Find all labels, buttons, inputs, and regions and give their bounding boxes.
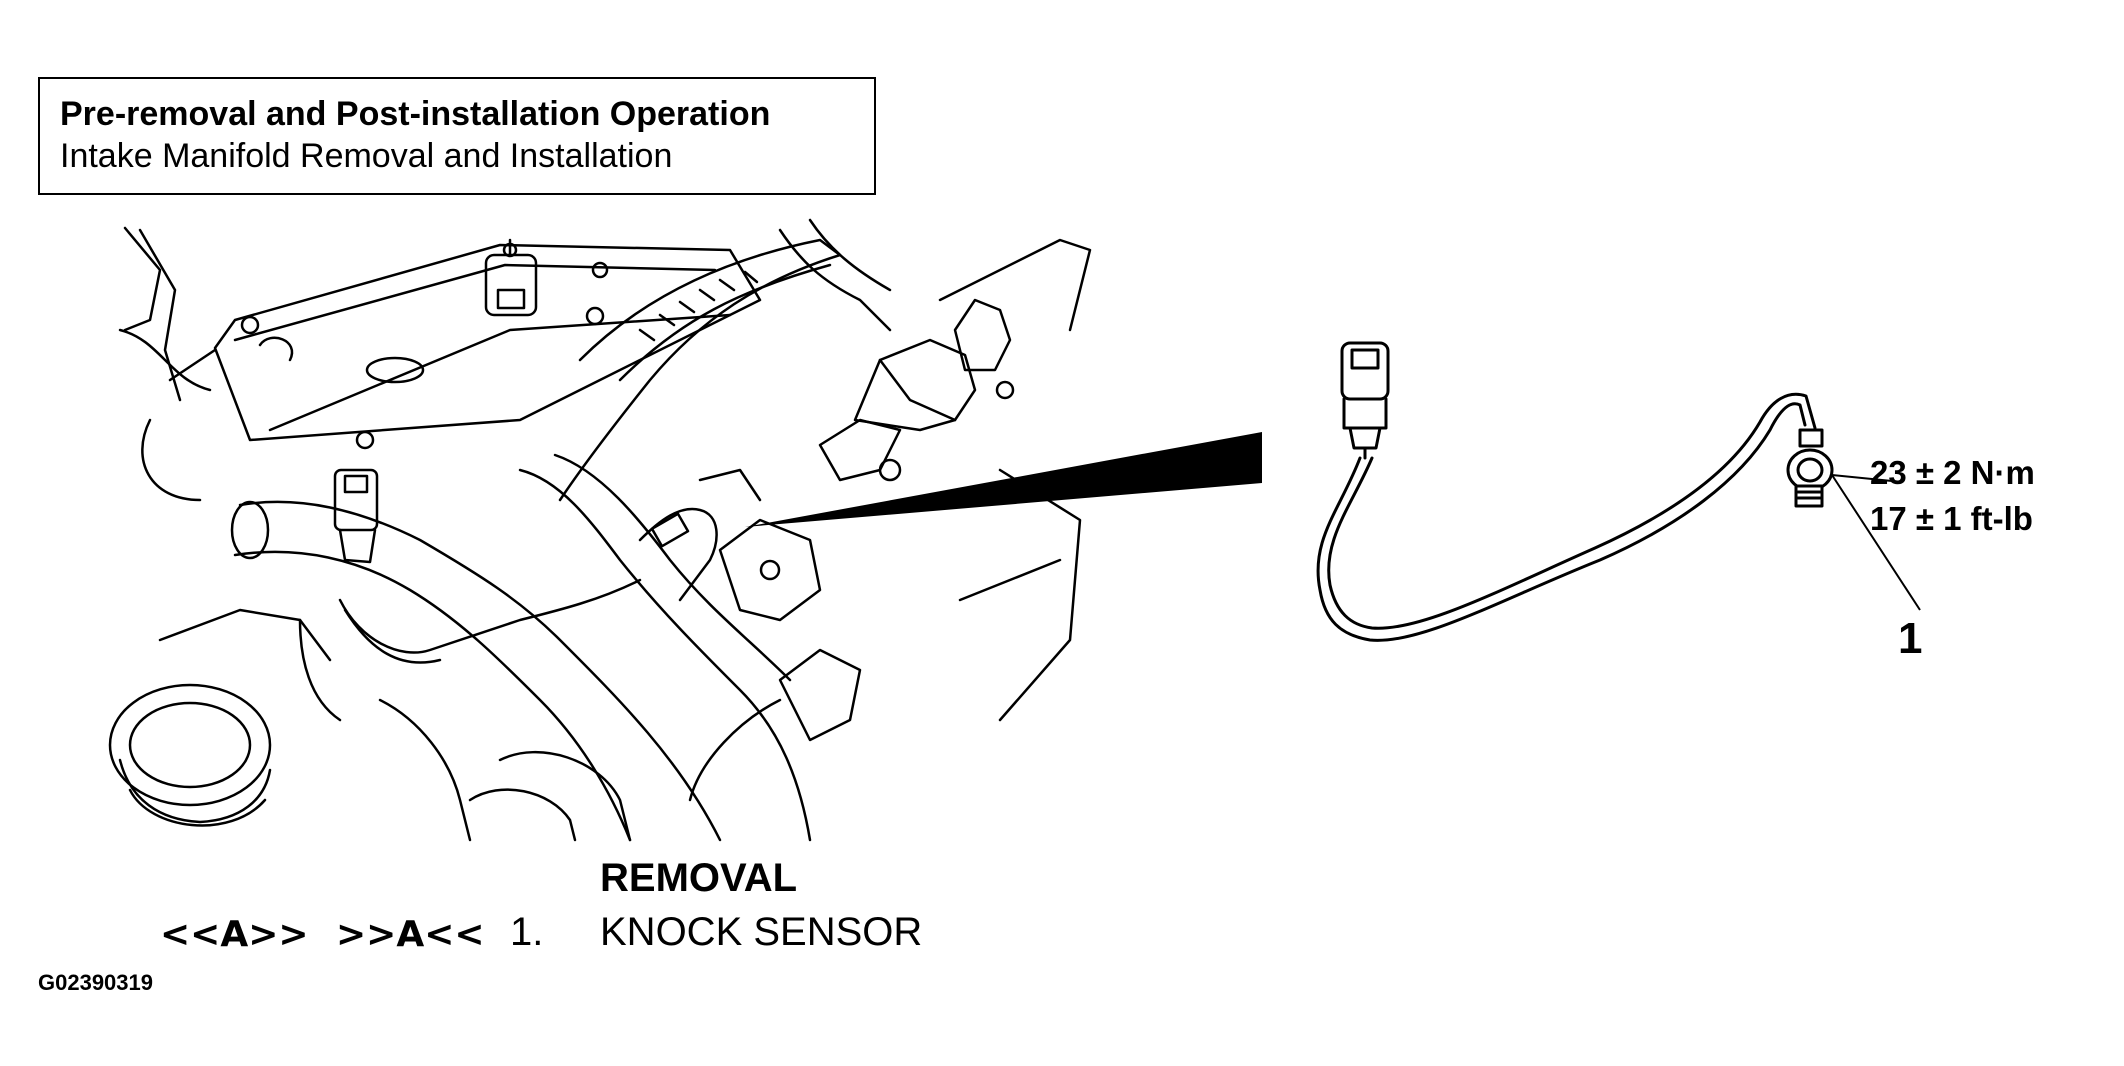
callout-number: 1 bbox=[1898, 614, 1923, 663]
torque-spec: 23 ± 2 N·m 17 ± 1 ft-lb bbox=[1870, 450, 2035, 542]
page-subtitle: Intake Manifold Removal and Installation bbox=[60, 137, 673, 175]
engine-illustration bbox=[108, 218, 1092, 842]
removal-service-code: <<A>> bbox=[160, 914, 309, 955]
zoom-pointer bbox=[745, 432, 1262, 527]
installation-service-code: >>A<< bbox=[336, 914, 485, 955]
callout-leader bbox=[1831, 474, 1921, 611]
page-title: Pre-removal and Post-installation Operat… bbox=[60, 95, 771, 133]
torque-imperial: 17 ± 1 ft-lb bbox=[1870, 500, 2033, 537]
header-box: Pre-removal and Post-installation Operat… bbox=[38, 77, 876, 195]
torque-metric: 23 ± 2 N·m bbox=[1870, 454, 2035, 491]
removal-item-label: KNOCK SENSOR bbox=[600, 910, 923, 954]
figure-id: G02390319 bbox=[38, 970, 153, 995]
knock-sensor-illustration bbox=[1316, 341, 1834, 642]
removal-item-number: 1. bbox=[510, 910, 544, 954]
removal-heading: REMOVAL bbox=[600, 856, 798, 900]
